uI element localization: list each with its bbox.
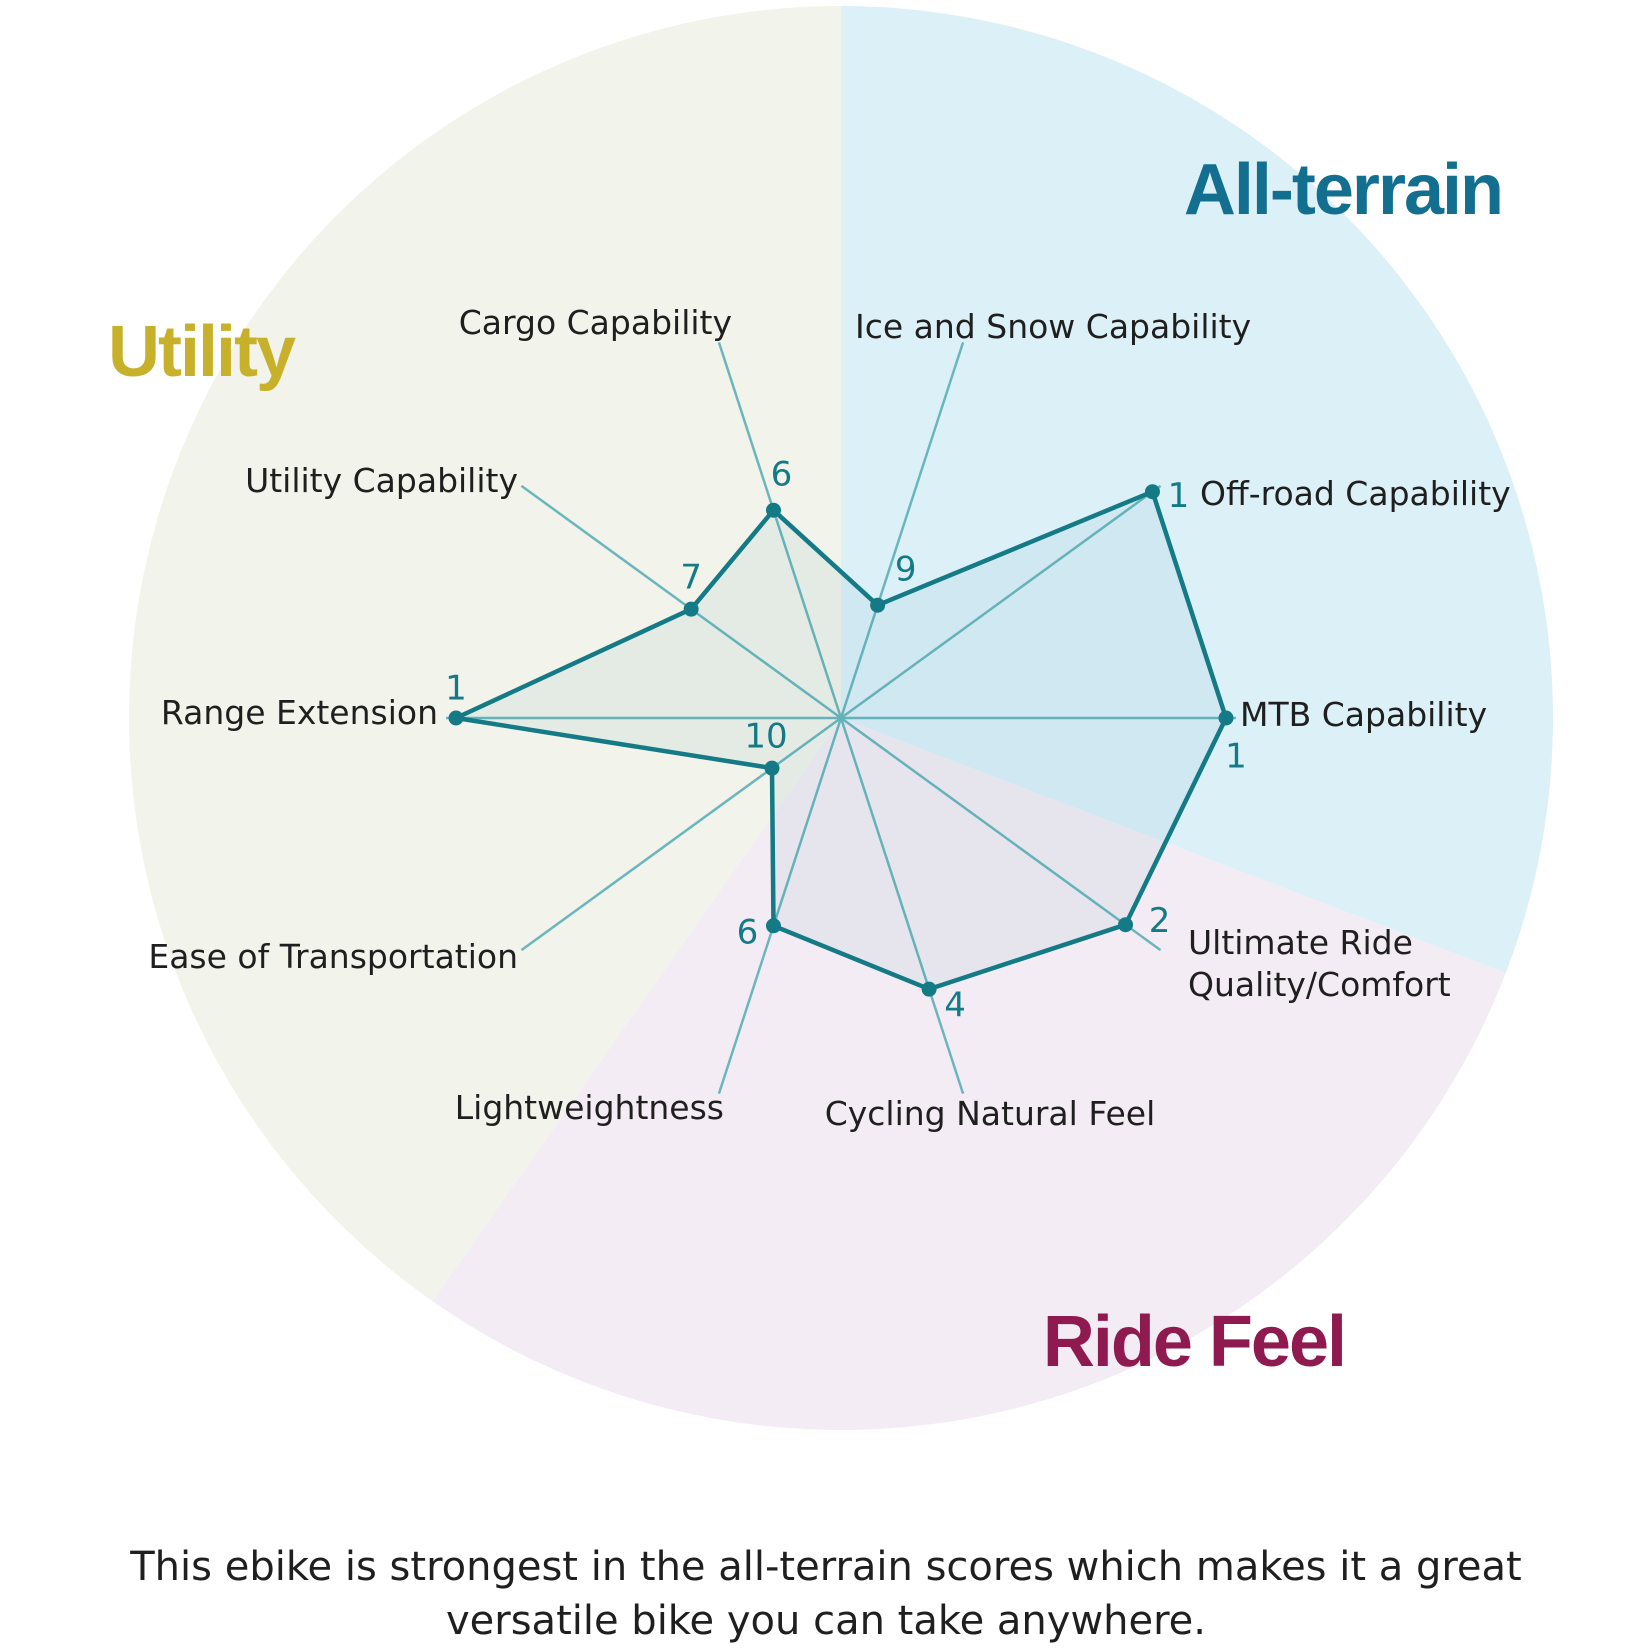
value-label-cargo-capability: 6 [771, 455, 793, 495]
value-label-ease-of-transportation: 10 [744, 717, 787, 757]
axis-label-range-extension: Range Extension [161, 693, 438, 732]
axis-label-ease-of-transportation: Ease of Transportation [148, 937, 518, 976]
value-label-mtb-capability: 1 [1225, 737, 1247, 777]
group-sectors [129, 6, 1553, 1430]
value-label-ultimate-ride-quality-comfort: 2 [1149, 901, 1171, 941]
value-label-off-road-capability: 1 [1168, 476, 1190, 516]
spoke-cycling-natural-feel [839, 717, 965, 1095]
value-label-range-extension: 1 [445, 669, 467, 709]
point-ultimate-ride-quality-comfort [1118, 917, 1134, 933]
chart-caption: This ebike is strongest in the all-terra… [130, 1544, 1522, 1644]
point-cargo-capability [765, 502, 781, 518]
sector-utility [129, 6, 842, 1302]
score-points [448, 484, 1234, 997]
spoke-ultimate-ride-quality-comfort [840, 716, 1162, 952]
spoke-lightweightness [717, 717, 843, 1095]
point-lightweightness [765, 918, 781, 934]
axis-label-cycling-natural-feel: Cycling Natural Feel [825, 1094, 1156, 1133]
spoke-cargo-capability [717, 341, 843, 719]
value-labels: 9 1 1 2 4 6 10 1 7 6 [445, 455, 1247, 1026]
group-title-utility: Utility [108, 312, 296, 392]
group-title-ride-feel: Ride Feel [1043, 1302, 1345, 1382]
spoke-utility-capability [520, 484, 842, 720]
value-label-cycling-natural-feel: 4 [944, 986, 966, 1026]
point-ice-and-snow-capability [870, 597, 886, 613]
sector-ride-feel [432, 718, 1506, 1430]
axis-label-off-road-capability: Off-road Capability [1200, 474, 1511, 513]
point-utility-capability [683, 601, 699, 617]
axis-label-ice-and-snow-capability: Ice and Snow Capability [855, 307, 1251, 346]
axis-label-lightweightness: Lightweightness [455, 1088, 724, 1127]
value-label-ice-and-snow-capability: 9 [895, 550, 917, 590]
spoke-ice-and-snow-capability [839, 341, 965, 719]
point-mtb-capability [1218, 710, 1234, 726]
value-label-utility-capability: 7 [680, 558, 702, 598]
point-off-road-capability [1144, 484, 1160, 500]
spoke-ease-of-transportation [520, 716, 842, 952]
axis-spokes [446, 341, 1236, 1095]
point-ease-of-transportation [764, 760, 780, 776]
sector-all-terrain [841, 6, 1553, 974]
axis-label-mtb-capability: MTB Capability [1240, 695, 1487, 734]
point-cycling-natural-feel [921, 981, 937, 997]
group-title-all-terrain: All-terrain [1184, 150, 1502, 230]
spoke-off-road-capability [840, 484, 1162, 720]
point-range-extension [448, 710, 464, 726]
axis-label-utility-capability: Utility Capability [245, 461, 518, 500]
axis-label-cargo-capability: Cargo Capability [459, 303, 732, 342]
value-label-lightweightness: 6 [737, 912, 759, 952]
